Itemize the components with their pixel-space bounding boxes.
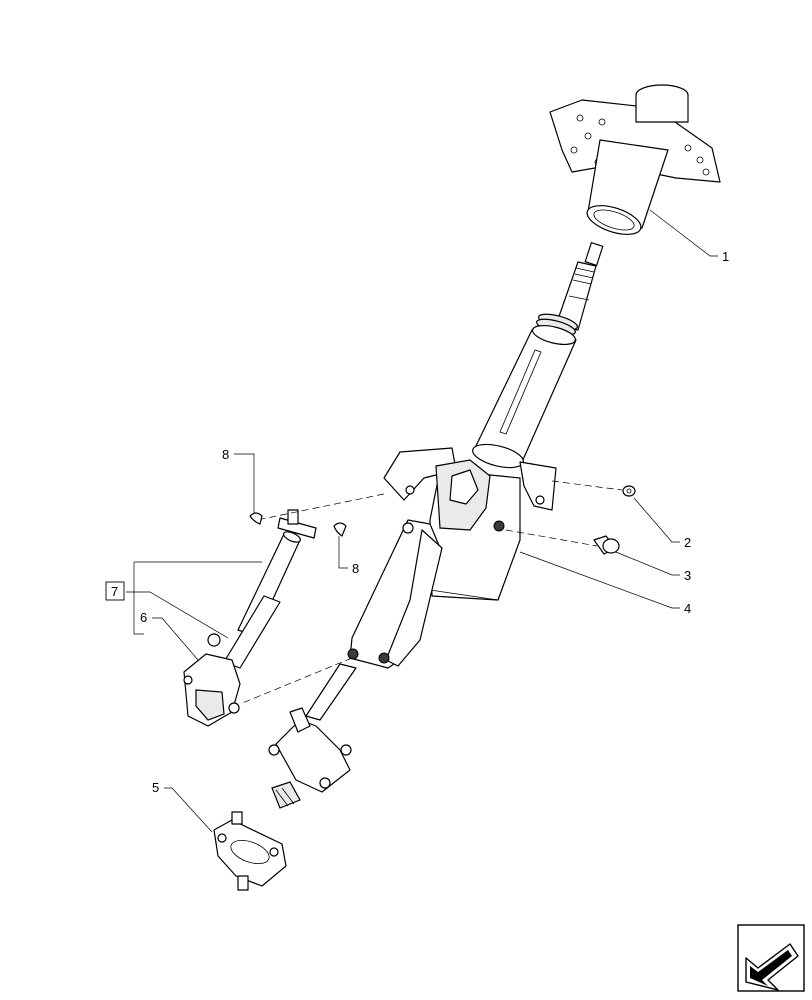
tilt-arm <box>347 519 443 669</box>
column-jacket-tube <box>472 324 577 469</box>
callout-2: 2 <box>684 535 691 550</box>
part-7-gas-strut <box>223 509 317 669</box>
lower-shaft-universal-joint <box>268 663 357 809</box>
callout-1: 1 <box>722 249 729 264</box>
callout-8-top: 8 <box>222 447 229 462</box>
part-2-screw <box>622 485 636 497</box>
callout-8-right: 8 <box>352 561 359 576</box>
callout-4: 4 <box>684 601 691 616</box>
callout-5: 5 <box>152 780 159 795</box>
part-5-coupling-flange <box>213 811 287 891</box>
callout-7-box <box>105 581 125 601</box>
part-8-clip-right <box>333 522 347 537</box>
callout-3: 3 <box>684 568 691 583</box>
callout-6: 6 <box>140 610 147 625</box>
upper-steering-shaft <box>536 242 604 336</box>
part-8-clip-left <box>249 512 263 525</box>
part-3-bolt <box>593 535 620 555</box>
assembly-dash-lines <box>239 480 623 705</box>
leader-lines <box>126 209 718 833</box>
part-6-strut-end-fitting <box>183 633 241 727</box>
callout-labels: 1 2 3 4 5 6 7 8 8 <box>105 249 729 795</box>
part-4-column-bracket <box>383 447 557 601</box>
next-page-arrow-icon[interactable] <box>737 924 805 992</box>
part-1-flange-tube <box>549 84 721 235</box>
callout-7: 7 <box>111 584 118 599</box>
